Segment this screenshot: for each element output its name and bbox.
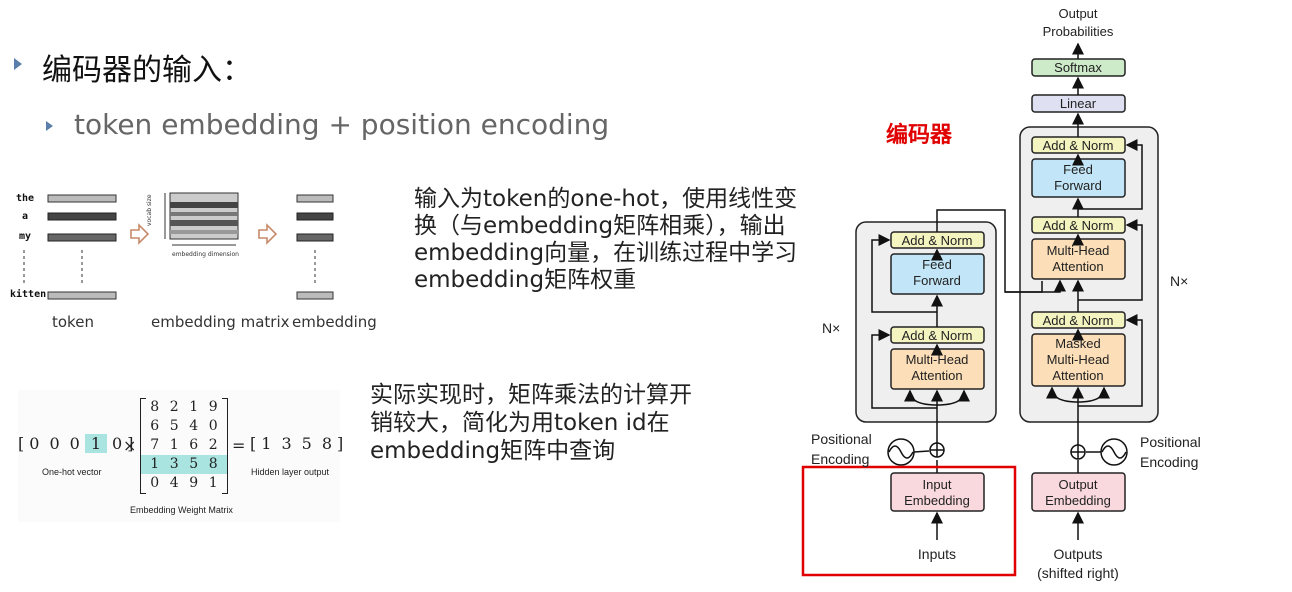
softmax-label: Softmax (1054, 60, 1102, 75)
svg-text:Forward: Forward (1054, 178, 1102, 193)
svg-text:Add & Norm: Add & Norm (1043, 218, 1114, 233)
dec-positional-label: Positional (1140, 434, 1201, 450)
svg-text:Add & Norm: Add & Norm (902, 233, 973, 248)
svg-text:Add & Norm: Add & Norm (902, 328, 973, 343)
embedding-caption: embedding (292, 313, 377, 331)
paragraph-lookup: 实际实现时，矩阵乘法的计算开 销较大，简化为用token id在 embeddi… (370, 382, 692, 464)
embedding-bar (296, 212, 334, 221)
token-label-the: the (16, 193, 35, 204)
svg-text:(shifted right): (shifted right) (1037, 565, 1119, 581)
token-bar (47, 291, 117, 300)
svg-text:Add & Norm: Add & Norm (1043, 313, 1114, 328)
token-bar (47, 212, 117, 221)
decoder-nx-label: N× (1170, 273, 1188, 289)
token-bar (47, 194, 117, 203)
svg-text:Encoding: Encoding (1140, 454, 1198, 470)
linear-label: Linear (1060, 96, 1097, 111)
embedding-figure: the a my kitten vocab size embedding dim… (0, 180, 380, 340)
svg-text:Attention: Attention (911, 368, 962, 383)
svg-text:Add & Norm: Add & Norm (1043, 138, 1114, 153)
svg-text:Feed: Feed (922, 257, 952, 272)
token-label-a: a (22, 211, 29, 222)
outputs-label: Outputs (1053, 546, 1102, 562)
bullet-icon (14, 58, 22, 70)
equals-sign: = (232, 436, 246, 455)
slide-subtitle: token embedding + position encoding (74, 108, 610, 141)
encoder-nx-label: N× (822, 320, 840, 336)
svg-text:Multi-Head: Multi-Head (1047, 243, 1110, 258)
svg-text:Masked: Masked (1055, 336, 1101, 351)
transformer-diagram: Output Probabilities Softmax Linear Add … (801, 6, 1201, 581)
svg-text:Feed: Feed (1063, 162, 1093, 177)
input-highlight-box (801, 465, 1017, 577)
encoder-stack (855, 221, 997, 423)
svg-text:Multi-Head: Multi-Head (906, 352, 969, 367)
svg-text:Forward: Forward (913, 273, 961, 288)
bullet-icon (46, 121, 53, 131)
onehot-label: One-hot vector (42, 467, 102, 477)
svg-text:Input: Input (923, 477, 952, 492)
embedding-bar (296, 291, 334, 300)
embedding-bar (296, 233, 334, 242)
inputs-label: Inputs (918, 546, 956, 562)
onehot-highlight: 1 (84, 434, 107, 453)
matrix-label: Embedding Weight Matrix (130, 505, 233, 515)
embedding-dimension-label: embedding dimension (172, 251, 239, 258)
paragraph-embedding: 输入为token的one-hot，使用线性变 换（与embedding矩阵相乘）… (414, 186, 798, 293)
enc-positional-label: Positional (811, 431, 872, 447)
matrix-caption: embedding matrix (151, 313, 290, 331)
encoder-label: 编码器 (886, 123, 953, 148)
embedding-bar (296, 194, 334, 203)
svg-text:Output: Output (1058, 477, 1097, 492)
svg-text:Attention: Attention (1052, 368, 1103, 383)
svg-text:Attention: Attention (1052, 259, 1103, 274)
arrow-right-icon (130, 223, 150, 245)
hidden-label: Hidden layer output (251, 467, 330, 477)
token-caption: token (52, 313, 94, 331)
svg-text:Embedding: Embedding (904, 493, 970, 508)
slide-title: 编码器的输入： (42, 53, 252, 88)
svg-text:Probabilities: Probabilities (1043, 24, 1114, 39)
svg-text:Multi-Head: Multi-Head (1047, 352, 1110, 367)
times-sign: × (123, 436, 137, 455)
embedding-graphic (23, 192, 334, 300)
output-probs-label: Output (1058, 6, 1097, 21)
svg-text:Encoding: Encoding (811, 451, 869, 467)
svg-text:Embedding: Embedding (1045, 493, 1111, 508)
token-bar (47, 233, 117, 242)
arrow-right-icon (258, 223, 278, 245)
vocab-size-label: vocab size (146, 194, 153, 226)
token-label-my: my (19, 231, 32, 242)
token-label-kitten: kitten (10, 289, 47, 300)
